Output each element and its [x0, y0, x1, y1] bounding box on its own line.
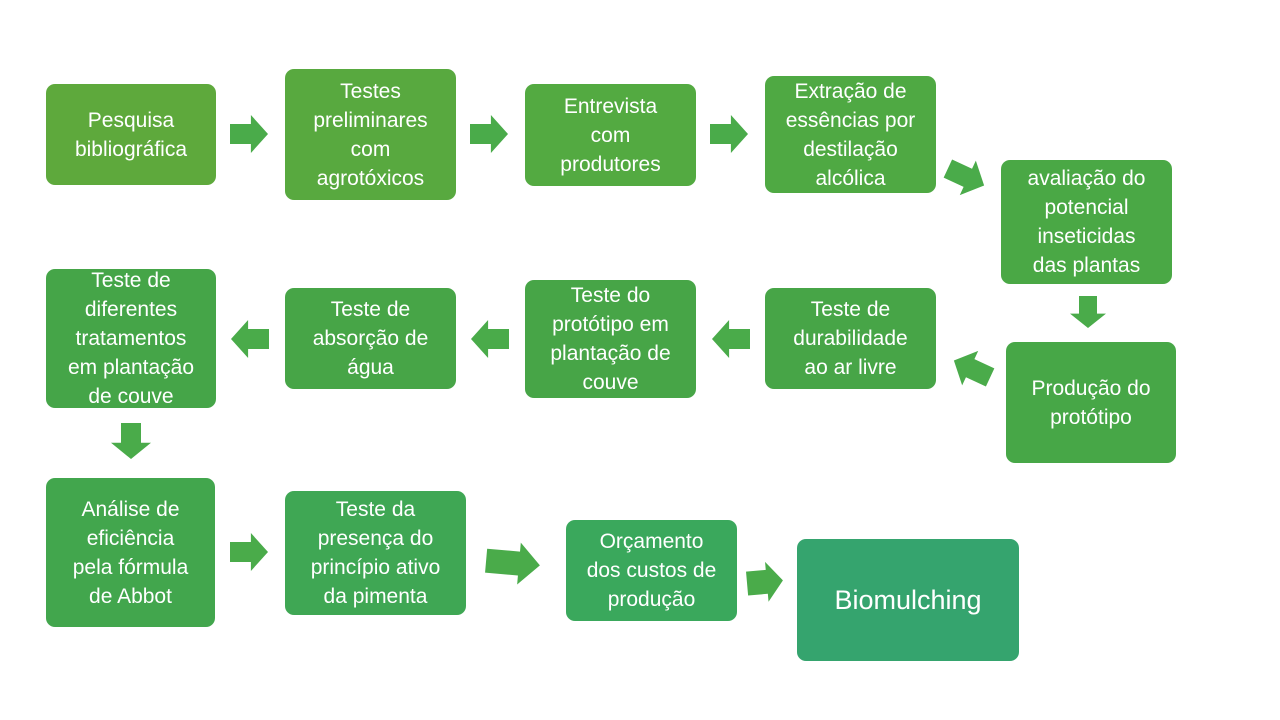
step-teste-absorcao-agua: Teste de absorção de água	[285, 288, 456, 389]
arrow-2-to-3	[470, 115, 508, 153]
step-label: avaliação do potencial inseticidas das p…	[1027, 167, 1146, 277]
step-label: Análise de eficiência pela fórmula de Ab…	[72, 497, 189, 608]
step-label: Pesquisa bibliográfica	[74, 108, 188, 161]
step-analise-eficiencia: Análise de eficiência pela fórmula de Ab…	[46, 478, 215, 627]
step-avaliacao-potencial: avaliação do potencial inseticidas das p…	[1001, 160, 1172, 284]
step-label: Orçamento dos custos de produção	[586, 530, 717, 611]
step-testes-preliminares: Testes preliminares com agrotóxicos	[285, 69, 456, 200]
step-entrevista-produtores: Entrevista com produtores	[525, 84, 696, 186]
arrow-7-to-8	[712, 320, 750, 358]
step-teste-tratamentos: Teste de diferentes tratamentos em plant…	[46, 269, 216, 408]
step-teste-prototipo-couve: Teste do protótipo em plantação de couve	[525, 280, 696, 398]
arrow-12-to-13	[485, 542, 540, 585]
step-pesquisa-bibliografica: Pesquisa bibliográfica	[46, 84, 216, 185]
step-label: Teste de diferentes tratamentos em plant…	[67, 269, 195, 408]
step-label: Extração de essências por destilação alc…	[785, 79, 916, 190]
step-label: Teste da presença do princípio ativo da …	[310, 498, 441, 608]
step-label: Teste de absorção de água	[312, 298, 429, 379]
step-biomulching: Biomulching	[797, 539, 1019, 661]
step-label: Teste de durabilidade ao ar livre	[793, 298, 908, 379]
step-label: Biomulching	[834, 585, 982, 615]
step-orcamento-custos: Orçamento dos custos de produção	[566, 520, 737, 621]
arrow-6-to-7	[953, 350, 995, 387]
step-producao-prototipo: Produção do protótipo	[1006, 342, 1176, 463]
arrow-1-to-2	[230, 115, 268, 153]
arrow-9-to-10	[231, 320, 269, 358]
arrow-5-to-6	[1070, 296, 1106, 328]
step-label: Produção do protótipo	[1031, 376, 1151, 429]
step-label: Teste do protótipo em plantação de couve	[550, 284, 671, 394]
step-label: Entrevista com produtores	[560, 94, 661, 176]
step-extracao-essencias: Extração de essências por destilação alc…	[765, 76, 936, 193]
arrow-13-to-14	[746, 561, 783, 602]
step-teste-durabilidade: Teste de durabilidade ao ar livre	[765, 288, 936, 389]
arrow-10-to-11	[111, 423, 151, 459]
step-teste-principio-ativo: Teste da presença do princípio ativo da …	[285, 491, 466, 615]
arrow-3-to-4	[710, 115, 748, 153]
step-label: Testes preliminares com agrotóxicos	[313, 79, 428, 190]
arrow-4-to-5	[943, 159, 985, 196]
arrow-8-to-9	[471, 320, 509, 358]
arrow-11-to-12	[230, 533, 268, 571]
